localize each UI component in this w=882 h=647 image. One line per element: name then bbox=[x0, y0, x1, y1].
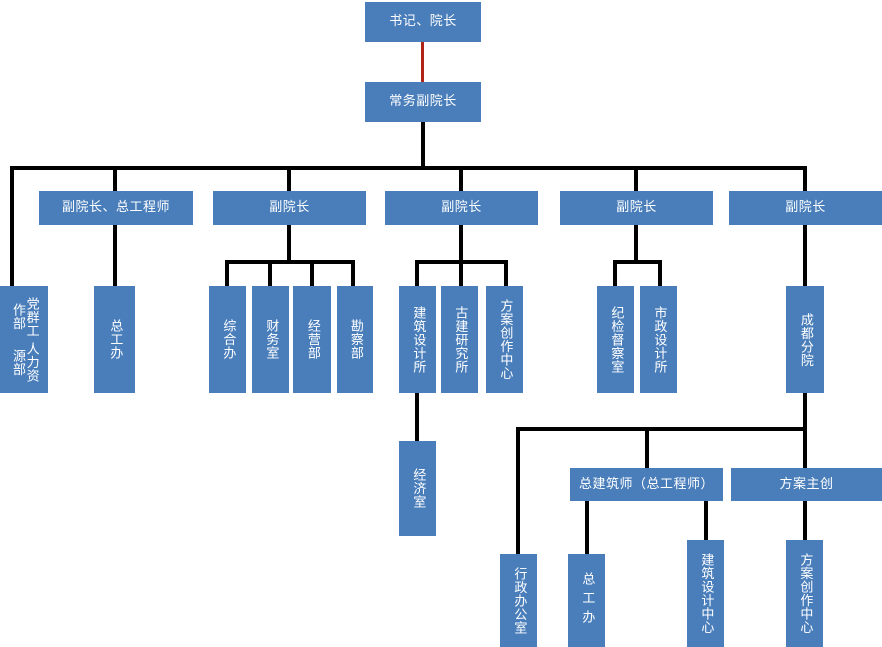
connector-main-bus bbox=[10, 166, 807, 170]
node-chief-architect[interactable]: 总建筑师（总工程师） bbox=[570, 468, 723, 501]
node-vice-president-3[interactable]: 副院长 bbox=[385, 191, 538, 225]
node-vice-president-4[interactable]: 副院长 bbox=[560, 191, 713, 225]
connector-chengdu-to-admin-office bbox=[516, 427, 520, 554]
connector-vp4-to-discipline-office bbox=[613, 260, 617, 286]
node-economics-office[interactable]: 经济室 bbox=[399, 441, 436, 536]
connector-chengdu-bus bbox=[516, 427, 807, 431]
node-administrative-office[interactable]: 行政办公室 bbox=[500, 554, 537, 647]
connector-vp2-to-finance-office bbox=[268, 260, 272, 286]
node-executive-vice-president[interactable]: 常务副院长 bbox=[365, 82, 481, 122]
connector-vp3-to-scheme-creation-center bbox=[504, 260, 508, 286]
connector-bus-to-vp-5 bbox=[803, 166, 807, 192]
node-survey-department[interactable]: 勘察部 bbox=[337, 286, 373, 393]
node-hr-and-party-affairs[interactable]: 党群工作部 人力资源部 bbox=[0, 286, 48, 393]
connector-vp2-to-operations-dept bbox=[310, 260, 314, 286]
connector-vp3-down bbox=[459, 225, 463, 262]
connector-architecture-institute-to-economics-office bbox=[415, 393, 419, 441]
connector-bus-to-hr-party bbox=[10, 166, 14, 286]
node-scheme-creation-center[interactable]: 方案创作中心 bbox=[486, 286, 523, 393]
node-chengdu-chief-engineer-office[interactable]: 总工办 bbox=[568, 554, 605, 647]
node-chief-engineer-office[interactable]: 总工办 bbox=[94, 286, 135, 393]
connector-vp5-to-chengdu-branch bbox=[803, 225, 807, 286]
connector-vp3-to-ancient-architecture-institute bbox=[459, 260, 463, 286]
connector-chief-architect-to-chief-engineer-office bbox=[585, 501, 589, 554]
node-discipline-inspection-office[interactable]: 纪检督察室 bbox=[597, 286, 634, 393]
node-scheme-lead[interactable]: 方案主创 bbox=[731, 468, 882, 501]
connector-vp4-bus bbox=[613, 260, 662, 264]
node-finance-office[interactable]: 财务室 bbox=[252, 286, 289, 393]
connector-bus-to-vp-2 bbox=[287, 166, 291, 192]
connector-vp1-to-chief-engineer-office bbox=[113, 225, 117, 286]
connector-vp4-down bbox=[634, 225, 638, 262]
node-general-office[interactable]: 综合办 bbox=[209, 286, 246, 393]
node-operations-department[interactable]: 经营部 bbox=[293, 286, 331, 393]
node-chengdu-branch[interactable]: 成都分院 bbox=[786, 286, 824, 393]
node-secretary-president[interactable]: 书记、院长 bbox=[365, 2, 481, 42]
connector-vp2-bus bbox=[225, 260, 355, 264]
node-architecture-design-institute[interactable]: 建筑设计所 bbox=[399, 286, 436, 393]
node-vice-president-5[interactable]: 副院长 bbox=[729, 191, 882, 225]
connector-scheme-lead-to-creation-center bbox=[803, 501, 807, 554]
connector-chairman-to-exec-vp bbox=[421, 41, 424, 83]
connector-exec-vp-down bbox=[421, 122, 425, 169]
connector-vp3-to-architecture-institute bbox=[415, 260, 419, 286]
connector-chief-architect-to-design-center bbox=[704, 501, 708, 554]
connector-vp2-to-survey-dept bbox=[351, 260, 355, 286]
node-vice-president-2[interactable]: 副院长 bbox=[213, 191, 366, 225]
node-ancient-architecture-research-institute[interactable]: 古建研究所 bbox=[441, 286, 478, 393]
node-municipal-design-institute[interactable]: 市政设计所 bbox=[640, 286, 677, 393]
node-vice-president-chief-engineer[interactable]: 副院长、总工程师 bbox=[39, 191, 193, 225]
connector-chengdu-branch-down bbox=[803, 393, 807, 430]
connector-bus-to-vp-4 bbox=[634, 166, 638, 192]
node-chengdu-scheme-creation-center[interactable]: 方案创作中心 bbox=[786, 540, 823, 647]
node-architecture-design-center[interactable]: 建筑设计中心 bbox=[687, 540, 724, 647]
connector-bus-to-vp-3 bbox=[459, 166, 463, 192]
connector-chengdu-to-scheme-lead bbox=[803, 427, 807, 468]
connector-vp2-to-general-office bbox=[225, 260, 229, 286]
connector-chengdu-to-chief-architect bbox=[645, 427, 649, 468]
connector-vp2-down bbox=[287, 225, 291, 262]
connector-vp4-to-municipal-design-institute bbox=[658, 260, 662, 286]
connector-bus-to-vp-chief-engineer bbox=[113, 166, 117, 192]
